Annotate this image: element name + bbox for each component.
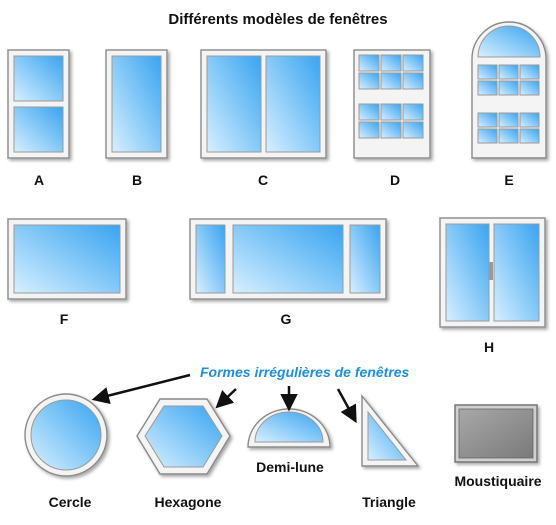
window-c <box>200 49 327 159</box>
diagram-title: Différents modèles de fenêtres <box>168 11 388 28</box>
window-e <box>471 21 547 159</box>
shape-triangle <box>361 394 420 467</box>
window-a <box>7 49 70 159</box>
window-h <box>439 217 546 328</box>
shape-moustiquaire <box>454 404 538 463</box>
arrows <box>91 373 357 424</box>
label-demi-lune: Demi-lune <box>256 459 324 475</box>
label-window-f: F <box>59 311 69 327</box>
shape-hexagone <box>136 398 231 475</box>
irregular-shapes-heading: Formes irrégulières de fenêtres <box>200 364 410 380</box>
label-window-c: C <box>257 172 269 188</box>
label-moustiquaire: Moustiquaire <box>454 473 542 489</box>
label-cercle: Cercle <box>48 494 92 510</box>
arrow-to-hexagone <box>215 388 237 409</box>
shape-demi-lune <box>247 408 331 448</box>
window-g <box>189 218 387 300</box>
label-window-g: G <box>280 311 292 327</box>
shape-cercle <box>24 393 108 477</box>
arrow-to-triangle <box>336 388 357 424</box>
label-triangle: Triangle <box>362 494 416 510</box>
window-b <box>105 49 168 159</box>
label-hexagone: Hexagone <box>154 494 222 510</box>
label-window-d: D <box>389 172 401 188</box>
label-window-e: E <box>504 172 514 188</box>
window-f <box>7 218 127 300</box>
label-window-b: B <box>131 172 143 188</box>
label-window-h: H <box>483 339 495 355</box>
label-window-a: A <box>33 172 45 188</box>
arrow-to-cercle <box>91 373 191 405</box>
window-d <box>353 49 431 159</box>
